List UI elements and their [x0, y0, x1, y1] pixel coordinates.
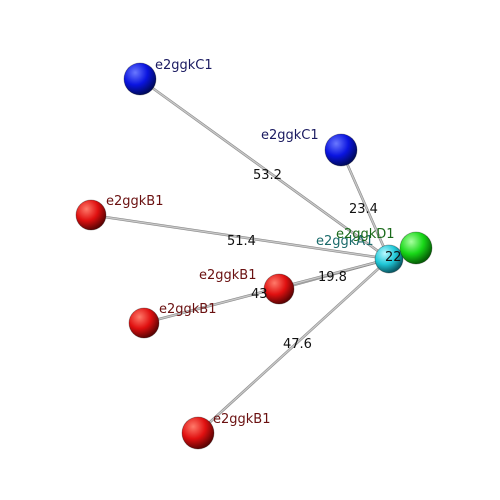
node-label: e2ggkC1 — [155, 58, 213, 73]
node-label: e2ggkB1 — [159, 302, 217, 317]
edge-c1b-a1 — [340, 149, 390, 260]
node-red-sphere[interactable] — [181, 416, 215, 450]
edge-b1a-a1 — [90, 214, 390, 260]
nodes-layer — [75, 62, 433, 450]
node-red-sphere[interactable] — [128, 307, 160, 339]
labels-layer: e2ggkC1 e2ggkC1 e2ggkB1 e2ggkB1 e2ggkB1 e2ggk… — [106, 58, 395, 427]
node-red-sphere[interactable] — [263, 273, 295, 305]
node-label: e2ggkD1 — [336, 227, 395, 242]
node-label: e2ggkC1 — [261, 128, 319, 143]
edge-label: 19.8 — [318, 270, 347, 285]
edge-label: 47.6 — [283, 337, 312, 352]
node-green-sphere[interactable] — [399, 231, 433, 265]
edge-label: 22 — [385, 250, 402, 265]
node-label: e2ggkA1 — [316, 234, 373, 249]
edge-b1d-a1 — [197, 258, 390, 434]
edge-c1a-a1 — [139, 78, 390, 260]
edge-label: 43 — [251, 287, 268, 302]
edge-label: 23.4 — [349, 202, 378, 217]
node-label: e2ggkB1 — [199, 268, 257, 283]
node-red-sphere[interactable] — [75, 199, 107, 231]
node-blue-sphere[interactable] — [123, 62, 157, 96]
node-label: e2ggkB1 — [106, 194, 164, 209]
edge-label: 53.2 — [253, 168, 282, 183]
node-blue-sphere[interactable] — [324, 133, 358, 167]
node-label: e2ggkB1 — [213, 412, 271, 427]
edge-label: 51.4 — [227, 234, 256, 249]
edges-layer — [89, 77, 418, 435]
node-cyan-sphere[interactable] — [374, 244, 404, 274]
